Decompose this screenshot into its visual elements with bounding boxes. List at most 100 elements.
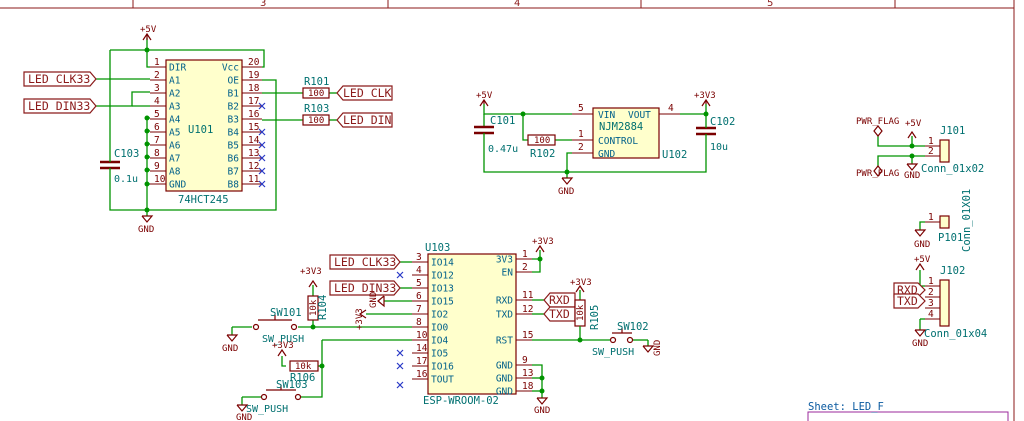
sheet-led-f[interactable]: Sheet: LED_F xyxy=(807,401,1009,421)
sw102-button[interactable]: SW102 SW_PUSH xyxy=(592,321,649,358)
svg-text:+5V: +5V xyxy=(914,255,931,265)
c101-capacitor[interactable]: C101 0.47u xyxy=(474,114,518,155)
r102-resistor[interactable]: 100 R102 xyxy=(527,134,556,160)
svg-text:R101: R101 xyxy=(304,76,329,88)
u103-left-pin-name: IO2 xyxy=(431,310,448,321)
u102-regulator[interactable]: 5 VIN 4 VOUT 1 CONTROL 2 GND NJM2884 U10… xyxy=(572,103,687,161)
svg-text:1: 1 xyxy=(928,276,934,287)
u101-left-pin-name: A2 xyxy=(169,89,180,100)
svg-text:R104: R104 xyxy=(317,295,329,320)
svg-text:GND: GND xyxy=(138,225,154,235)
power-5v-u102: +5V xyxy=(476,91,493,107)
u103-right-pin-name: EN xyxy=(502,268,514,279)
u103-left-pin-name: IO0 xyxy=(431,323,448,334)
power-5v-j101: +5V xyxy=(905,119,922,139)
svg-text:0.1u: 0.1u xyxy=(114,174,138,185)
u103-right-pin-name: RXD xyxy=(496,296,513,307)
svg-text:1: 1 xyxy=(578,129,584,140)
r104-resistor[interactable]: 10k R104 xyxy=(307,295,329,321)
u103-right-pin-name: TXD xyxy=(496,310,513,321)
power-3v3-r106: +3V3 xyxy=(272,341,294,357)
svg-text:+5V: +5V xyxy=(476,91,493,101)
u101-right-pin-name: B1 xyxy=(228,89,240,100)
u101-right-pin-number: 15 xyxy=(248,122,259,133)
label-led-din33-u101: LED_DIN33 xyxy=(23,98,97,114)
svg-text:R106: R106 xyxy=(290,372,315,384)
u101-right-pin-name: B4 xyxy=(228,128,240,139)
r101-resistor[interactable]: 100 R101 xyxy=(302,76,330,99)
gnd-io15: GND xyxy=(369,292,412,308)
svg-text:GND: GND xyxy=(534,406,550,416)
svg-text:TXD: TXD xyxy=(549,307,570,321)
svg-text:J101: J101 xyxy=(940,125,965,137)
svg-text:U103: U103 xyxy=(425,242,450,254)
label-led-clk: LED_CLK xyxy=(336,85,393,101)
u101-right-pin-number: 12 xyxy=(248,161,259,172)
u103-wires xyxy=(232,250,648,398)
svg-text:C102: C102 xyxy=(710,116,735,128)
u101-wires xyxy=(96,38,337,213)
j101-connector[interactable]: 1 2 J101 Conn_01x02 xyxy=(921,125,984,175)
u103-left-pin-number: 3 xyxy=(416,252,422,263)
no-connect-marker xyxy=(258,128,266,136)
power-3v3-r104: +3V3 xyxy=(300,267,322,288)
u101-left-pin-name: GND xyxy=(169,180,186,191)
u103-right-pin-name: 3V3 xyxy=(496,255,513,266)
svg-text:5: 5 xyxy=(578,103,584,114)
p101-connector[interactable]: 1 P101 Conn_01X01 xyxy=(925,189,973,252)
power-5v-j102: +5V xyxy=(914,255,931,271)
j102-connector[interactable]: 1 2 3 4 J102 Conn_01x04 xyxy=(924,265,987,340)
u101-left-pin-number: 2 xyxy=(154,70,160,81)
label-txd-u103: TXD xyxy=(543,306,576,322)
u101-right-pin-name: B2 xyxy=(228,102,239,113)
svg-text:LED_DIN33: LED_DIN33 xyxy=(28,99,90,113)
svg-text:+3V3: +3V3 xyxy=(272,341,294,351)
u101-right-pin-name: B6 xyxy=(228,154,240,165)
u103-left-pin-number: 14 xyxy=(416,343,428,354)
svg-text:R103: R103 xyxy=(304,103,329,115)
u103-left-pin-number: 6 xyxy=(416,291,422,302)
gnd-j102: GND xyxy=(912,329,928,349)
r105-resistor[interactable]: 10k R105 xyxy=(574,299,601,330)
u103-right-pin-number: 13 xyxy=(522,368,533,379)
svg-text:4: 4 xyxy=(928,309,934,320)
svg-text:TXD: TXD xyxy=(897,294,918,308)
u103-left-pin-name: IO14 xyxy=(431,258,454,269)
u103-left-pin-number: 10 xyxy=(416,330,428,341)
r106-resistor[interactable]: 10k R106 xyxy=(289,360,319,384)
u103-left-pin-name: IO16 xyxy=(431,362,454,373)
no-connect-marker xyxy=(258,180,266,188)
svg-text:GND: GND xyxy=(598,149,615,160)
sw101-button[interactable]: SW101 SW_PUSH xyxy=(252,307,305,345)
u101-right-pin-number: 11 xyxy=(248,174,260,185)
svg-text:VOUT: VOUT xyxy=(628,110,651,121)
svg-text:1: 1 xyxy=(928,212,934,223)
svg-text:2: 2 xyxy=(928,287,934,298)
svg-text:R105: R105 xyxy=(589,305,601,330)
no-connect-marker xyxy=(396,349,404,357)
u101-left-pin-number: 6 xyxy=(154,122,160,133)
u101-left-pin-name: A4 xyxy=(169,115,181,126)
svg-text:GND: GND xyxy=(369,292,379,308)
u103-left-pin-name: IO4 xyxy=(431,336,448,347)
u101-left-pin-number: 4 xyxy=(154,96,160,107)
svg-text:VIN: VIN xyxy=(598,110,615,121)
r103-resistor[interactable]: 100 R103 xyxy=(302,103,330,126)
svg-text:SW_PUSH: SW_PUSH xyxy=(262,334,304,345)
zone-label-4: 4 xyxy=(514,0,520,9)
u103-right-pin-number: 2 xyxy=(522,262,528,273)
svg-text:Sheet: LED_F: Sheet: LED_F xyxy=(808,401,884,413)
sw103-button[interactable]: SW103 SW_PUSH xyxy=(246,379,308,415)
svg-text:GND: GND xyxy=(912,339,928,349)
c103-capacitor[interactable]: C103 0.1u xyxy=(100,148,139,185)
c102-capacitor[interactable]: C102 10u xyxy=(696,116,735,153)
gnd-sw103: GND xyxy=(236,397,252,421)
no-connect-marker xyxy=(396,381,404,389)
svg-text:Conn_01x04: Conn_01x04 xyxy=(924,328,987,340)
u103-right-pin-number: 12 xyxy=(522,304,533,315)
svg-text:ESP-WROOM-02: ESP-WROOM-02 xyxy=(423,395,499,407)
svg-text:+5V: +5V xyxy=(905,119,922,129)
